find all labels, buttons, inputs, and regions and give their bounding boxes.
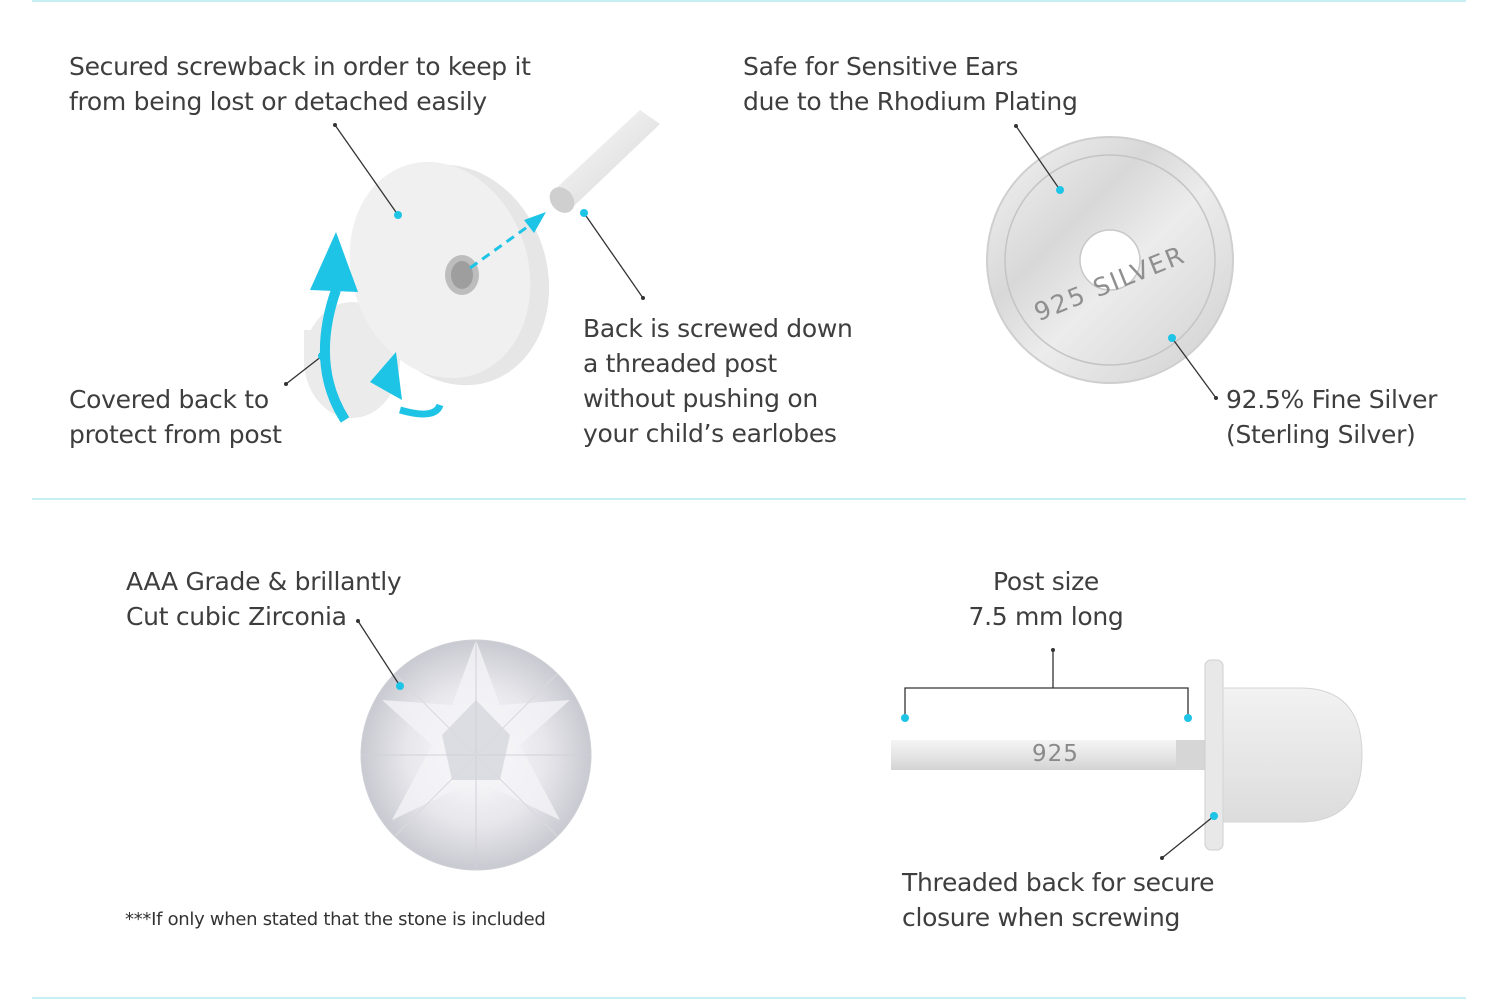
screwed-down-label: Back is screwed down a threaded post wit… — [583, 311, 853, 451]
screwed-down-label-line2: a threaded post — [583, 349, 777, 378]
zirconia-gem-illustration — [356, 619, 592, 871]
zirconia-grade-label: AAA Grade & brillantly Cut cubic Zirconi… — [126, 564, 402, 634]
screwback-label: Secured screwback in order to keep it fr… — [69, 49, 531, 119]
covered-back-label-line1: Covered back to — [69, 385, 269, 414]
silver-disc-illustration — [986, 124, 1234, 400]
fine-silver-label: 92.5% Fine Silver (Sterling Silver) — [1226, 382, 1437, 452]
screwback-label-line1: Secured screwback in order to keep it — [69, 52, 531, 81]
post-size-label-line1: Post size — [992, 567, 1100, 596]
screwed-down-label-line1: Back is screwed down — [583, 314, 853, 343]
threaded-back-label-line2: closure when screwing — [902, 903, 1181, 932]
post-size-label-line2: 7.5 mm long — [968, 602, 1124, 631]
top-divider — [32, 0, 1466, 2]
sensitive-ears-label-line2: due to the Rhodium Plating — [743, 87, 1078, 116]
sensitive-ears-label-line1: Safe for Sensitive Ears — [743, 52, 1019, 81]
fine-silver-label-line1: 92.5% Fine Silver — [1226, 385, 1438, 414]
post-stamp-text: 925 — [1032, 741, 1079, 767]
threaded-back-label-line1: Threaded back for secure — [902, 868, 1215, 897]
zirconia-grade-label-line1: AAA Grade & brillantly — [126, 567, 402, 596]
bottom-divider — [32, 997, 1466, 999]
screwed-down-label-line4: your child’s earlobes — [583, 419, 837, 448]
post-side-illustration — [891, 648, 1363, 860]
threaded-back-label: Threaded back for secure closure when sc… — [902, 865, 1215, 935]
post-size-label: Post size 7.5 mm long — [946, 564, 1146, 634]
middle-divider — [32, 498, 1466, 500]
fine-silver-label-line2: (Sterling Silver) — [1226, 420, 1416, 449]
covered-back-label: Covered back to protect from post — [69, 382, 282, 452]
screwed-down-label-line3: without pushing on — [583, 384, 818, 413]
covered-back-label-line2: protect from post — [69, 420, 282, 449]
screwback-label-line2: from being lost or detached easily — [69, 87, 487, 116]
stone-footnote: ***If only when stated that the stone is… — [125, 909, 546, 930]
screwback-illustration — [284, 110, 660, 423]
zirconia-grade-label-line2: Cut cubic Zirconia — [126, 602, 347, 631]
sensitive-ears-label: Safe for Sensitive Ears due to the Rhodi… — [743, 49, 1078, 119]
